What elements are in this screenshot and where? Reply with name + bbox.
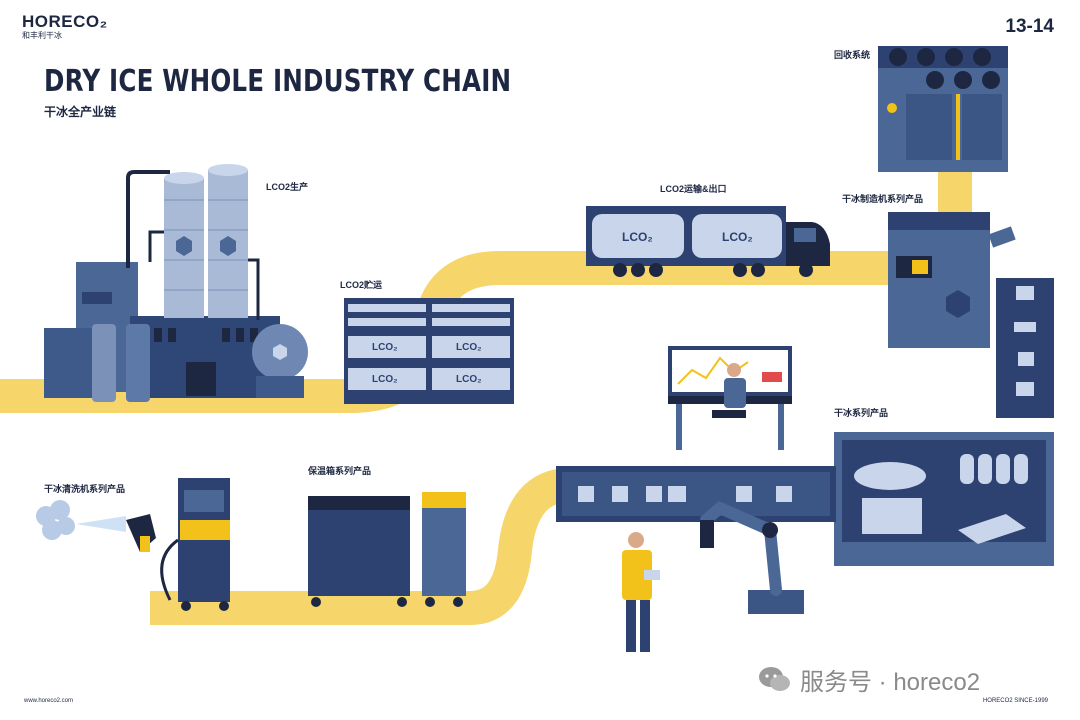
recovery-system-unit xyxy=(878,46,1008,172)
label-dry-ice-cleaning-series: 干冰清洗机系列产品 xyxy=(44,484,126,494)
insulation-boxes xyxy=(308,492,466,607)
page-number: 13-14 xyxy=(1005,16,1054,37)
brand-sub: 和丰利干冰 xyxy=(22,31,62,40)
label-recovery-system: 回收系统 xyxy=(834,50,871,60)
brand-logo: HORECO₂ 和丰利干冰 xyxy=(22,12,108,41)
lco2-tanker-truck xyxy=(586,206,830,277)
footer-website: www.horeco2.com xyxy=(24,698,74,704)
lco2-production-plant xyxy=(44,164,308,402)
label-lco2-transport: LCO2运输&出口 xyxy=(660,184,727,194)
truck-tank-label-2: LCO₂ xyxy=(722,230,753,244)
storage-tank-label-2: LCO₂ xyxy=(456,342,482,353)
label-dry-ice-series: 干冰系列产品 xyxy=(834,408,889,418)
storage-tank-label-1: LCO₂ xyxy=(372,342,398,353)
monitoring-station xyxy=(668,346,792,450)
truck-tank-label-1: LCO₂ xyxy=(622,230,653,244)
watermark-text: 服务号 · horeco2 xyxy=(800,669,981,696)
page-title: DRY ICE WHOLE INDUSTRY CHAIN xyxy=(44,64,512,99)
wechat-icon xyxy=(759,666,790,691)
storage-tank-label-3: LCO₂ xyxy=(372,374,398,385)
conveyor-robot-line xyxy=(556,466,836,614)
worker-figure xyxy=(622,532,660,652)
dry-ice-products-display xyxy=(834,432,1054,566)
label-insulation-box-series: 保温箱系列产品 xyxy=(308,466,372,476)
label-lco2-storage: LCO2贮运 xyxy=(340,280,383,290)
lco2-storage-tanks xyxy=(344,298,514,404)
footer-since: HORECO2 SINCE-1999 xyxy=(982,698,1048,704)
dry-ice-manufacturing-machine xyxy=(888,212,1054,418)
storage-tank-label-4: LCO₂ xyxy=(456,374,482,385)
wechat-watermark: 服务号 · horeco2 xyxy=(758,662,980,697)
brand-name: HORECO₂ xyxy=(22,12,108,31)
label-dry-ice-machine-series: 干冰制造机系列产品 xyxy=(842,194,924,204)
label-lco2-production: LCO2生产 xyxy=(266,182,309,192)
dry-ice-cleaning-machine xyxy=(36,478,230,611)
page-subtitle: 干冰全产业链 xyxy=(44,105,117,119)
